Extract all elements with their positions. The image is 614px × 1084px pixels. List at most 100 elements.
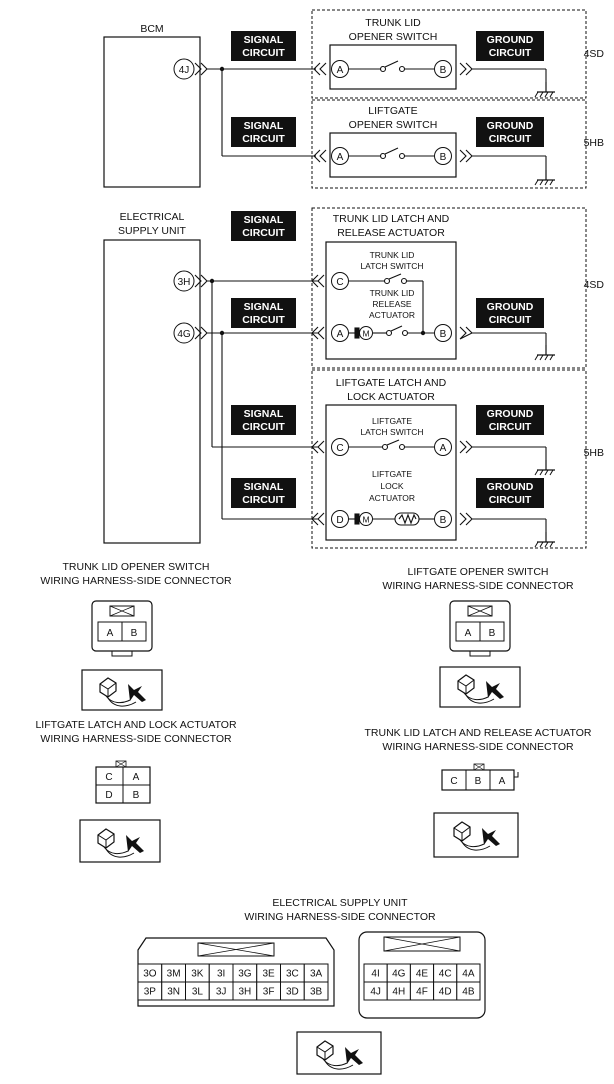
- connector-pin-label: 3P: [144, 987, 157, 998]
- svg-text:A: A: [440, 443, 447, 454]
- connector-pin-label: 3M: [167, 969, 181, 980]
- svg-text:WIRING HARNESS-SIDE CONNECTOR: WIRING HARNESS-SIDE CONNECTOR: [40, 733, 232, 745]
- view-direction-icon: [296, 1031, 382, 1075]
- trunk-latch-pin-a: [331, 324, 349, 342]
- svg-text:WIRING HARNESS-SIDE CONNECTOR: WIRING HARNESS-SIDE CONNECTOR: [40, 575, 232, 587]
- esu-pin-3h: [173, 270, 195, 292]
- ground-symbol: [534, 459, 556, 476]
- svg-text:GROUND: GROUND: [487, 301, 534, 313]
- svg-text:4J: 4J: [179, 65, 190, 76]
- svg-text:A: A: [337, 152, 344, 163]
- svg-text:GROUND: GROUND: [487, 34, 534, 46]
- svg-text:B: B: [133, 790, 140, 801]
- motor-symbol: [359, 326, 373, 340]
- esu-label-line2: SUPPLY UNIT: [118, 225, 186, 237]
- svg-text:M: M: [362, 329, 369, 339]
- svg-text:A: A: [337, 65, 344, 76]
- signal-circuit-box: SIGNAL CIRCUIT: [231, 31, 296, 61]
- signal-circuit-box: SIGNAL CIRCUIT: [231, 298, 296, 328]
- liftgate-latch-connector: C A D B: [95, 760, 151, 804]
- svg-text:LATCH SWITCH: LATCH SWITCH: [360, 427, 423, 437]
- view-direction-icon: [439, 666, 521, 708]
- connector-pin-label: 3K: [191, 969, 204, 980]
- liftgate-opener-title-line1: LIFTGATE: [368, 105, 417, 117]
- svg-text:M: M: [362, 515, 369, 525]
- svg-text:CIRCUIT: CIRCUIT: [242, 227, 285, 239]
- wire-junction: [420, 330, 426, 336]
- view-direction-icon: [433, 812, 519, 858]
- esu-pin-4g: [173, 322, 195, 344]
- connector-pin-label: 3C: [286, 969, 299, 980]
- trunk-latch-connector-title: TRUNK LID LATCH AND RELEASE ACTUATOR: [365, 727, 592, 739]
- ground-symbol: [534, 531, 556, 548]
- wire-esu-3h: [194, 274, 318, 448]
- connector-pin-label: 3E: [263, 969, 276, 980]
- bcm-label: BCM: [140, 23, 163, 35]
- svg-text:GROUND: GROUND: [487, 481, 534, 493]
- esu-label-line1: ELECTRICAL: [120, 211, 185, 223]
- svg-text:SIGNAL: SIGNAL: [244, 481, 284, 493]
- svg-text:B: B: [440, 65, 447, 76]
- svg-text:CIRCUIT: CIRCUIT: [242, 47, 285, 59]
- svg-text:3H: 3H: [178, 277, 191, 288]
- trunk-opener-pin-b: [434, 60, 452, 78]
- connector-pin-label: 3H: [238, 987, 251, 998]
- connector-pin-label: 3L: [192, 987, 204, 998]
- ground-circuit-box: GROUND CIRCUIT: [476, 298, 544, 328]
- connector-pin-label: 4A: [462, 969, 475, 980]
- liftgate-opener-pin-a: [331, 147, 349, 165]
- connector-pin-label: 4F: [416, 987, 428, 998]
- svg-text:SIGNAL: SIGNAL: [244, 214, 284, 226]
- variant-label-5hb: 5HB: [584, 447, 604, 459]
- variant-label-4sd: 4SD: [584, 279, 605, 291]
- view-direction-icon: [81, 669, 163, 711]
- svg-text:A: A: [337, 329, 344, 340]
- trunk-latch-switch-label: TRUNK LID: [370, 250, 415, 260]
- wire-junction: [209, 278, 215, 284]
- wire-junction: [219, 330, 225, 336]
- svg-text:GROUND: GROUND: [487, 120, 534, 132]
- connector-pin-label: 3O: [143, 969, 157, 980]
- liftgate-latch-title-line1: LIFTGATE LATCH AND: [336, 377, 447, 389]
- connector-pin-cell: [303, 981, 329, 1001]
- connector-pin-label: 3B: [310, 987, 323, 998]
- svg-text:SIGNAL: SIGNAL: [244, 408, 284, 420]
- signal-circuit-box: SIGNAL CIRCUIT: [231, 478, 296, 508]
- trunk-latch-actuator: [325, 241, 457, 360]
- trunk-latch-pin-c: [331, 272, 349, 290]
- liftgate-latch-title-line2: LOCK ACTUATOR: [347, 391, 435, 403]
- svg-text:C: C: [105, 772, 112, 783]
- liftgate-latch-pin-d: [331, 510, 349, 528]
- svg-text:ACTUATOR: ACTUATOR: [369, 310, 415, 320]
- trunk-opener-pin-a: [331, 60, 349, 78]
- svg-text:SIGNAL: SIGNAL: [244, 120, 284, 132]
- variant-label-5hb: 5HB: [584, 137, 604, 149]
- connector-pin-label: 3G: [238, 969, 252, 980]
- svg-text:CIRCUIT: CIRCUIT: [242, 314, 285, 326]
- connector-pin-label: 3N: [167, 987, 180, 998]
- svg-text:CIRCUIT: CIRCUIT: [489, 47, 532, 59]
- svg-text:CIRCUIT: CIRCUIT: [242, 133, 285, 145]
- variant-frame-4sd-latch: [311, 207, 587, 369]
- svg-text:B: B: [440, 329, 447, 340]
- wire-bcm-4j: [194, 62, 316, 157]
- trunk-latch-title-line1: TRUNK LID LATCH AND: [333, 213, 450, 225]
- ground-circuit-box: GROUND CIRCUIT: [476, 31, 544, 61]
- liftgate-latch-pin-a: [434, 438, 452, 456]
- svg-text:B: B: [440, 515, 447, 526]
- svg-text:WIRING HARNESS-SIDE CONNECTOR: WIRING HARNESS-SIDE CONNECTOR: [244, 911, 436, 923]
- liftgate-latch-internal-wiring: [349, 439, 547, 532]
- ground-circuit-box: GROUND CIRCUIT: [476, 478, 544, 508]
- svg-text:C: C: [336, 443, 343, 454]
- ground-symbol: [534, 344, 556, 361]
- ground-circuit-box: GROUND CIRCUIT: [476, 405, 544, 435]
- liftgate-opener-pin-b: [434, 147, 452, 165]
- trunk-release-actuator-label: TRUNK LID: [370, 288, 415, 298]
- svg-text:CIRCUIT: CIRCUIT: [242, 421, 285, 433]
- liftgate-latch-pin-c: [331, 438, 349, 456]
- svg-text:A: A: [133, 772, 140, 783]
- svg-text:B: B: [131, 628, 138, 639]
- signal-circuit-box: SIGNAL CIRCUIT: [231, 211, 296, 241]
